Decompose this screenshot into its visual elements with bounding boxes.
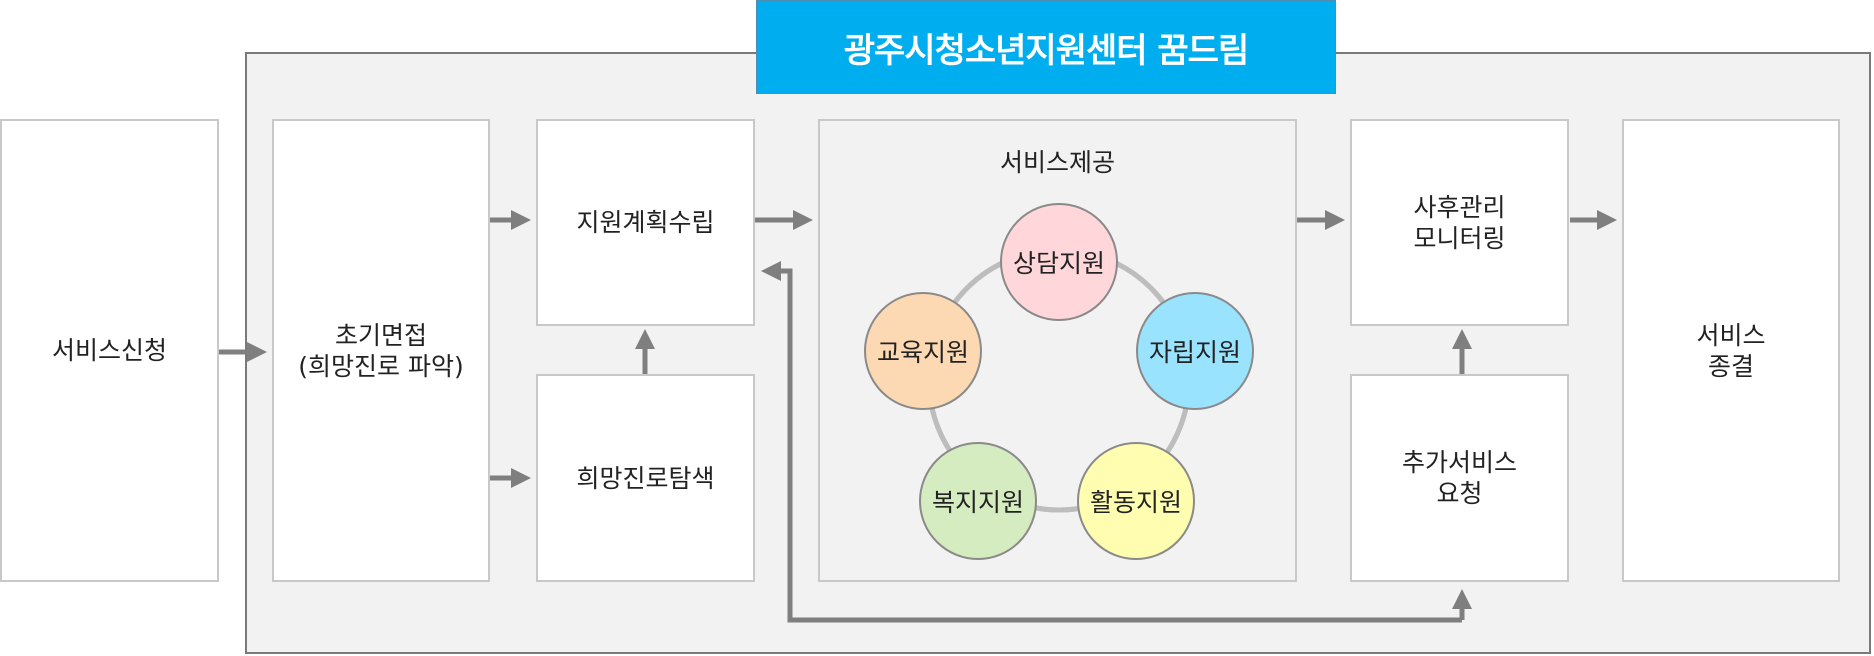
support-independence: 자립지원 bbox=[1136, 292, 1254, 410]
interview-label-1: 초기면접 bbox=[334, 320, 427, 350]
explore-box: 희망진로탐색 bbox=[536, 374, 755, 582]
additional-label-1: 추가서비스 bbox=[1401, 448, 1517, 477]
support-education-label: 교육지원 bbox=[876, 338, 969, 367]
support-welfare-label: 복지지원 bbox=[931, 488, 1024, 517]
service-box: 서비스제공 bbox=[818, 119, 1297, 582]
support-counseling-label: 상담지원 bbox=[1012, 249, 1105, 278]
additional-label-2: 요청 bbox=[1436, 479, 1483, 508]
support-activity: 활동지원 bbox=[1077, 442, 1195, 560]
support-independence-label: 자립지원 bbox=[1148, 338, 1241, 367]
diagram-title: 광주시청소년지원센터 꿈드림 bbox=[756, 0, 1336, 94]
apply-label: 서비스신청 bbox=[51, 336, 167, 365]
support-welfare: 복지지원 bbox=[919, 442, 1037, 560]
explore-label: 희망진로탐색 bbox=[576, 463, 715, 493]
apply-box: 서비스신청 bbox=[0, 119, 219, 582]
support-counseling: 상담지원 bbox=[1000, 203, 1118, 321]
service-label: 서비스제공 bbox=[999, 148, 1115, 177]
aftercare-label-2: 모니터링 bbox=[1413, 223, 1506, 253]
end-label-1: 서비스 bbox=[1696, 320, 1766, 350]
process-frame bbox=[245, 52, 1871, 654]
interview-label-2: (희망진로 파악) bbox=[298, 351, 464, 381]
support-education: 교육지원 bbox=[864, 292, 982, 410]
arrow-loop-additional bbox=[761, 261, 1462, 623]
aftercare-label-1: 사후관리 bbox=[1413, 192, 1506, 222]
plan-label: 지원계획수립 bbox=[576, 208, 715, 237]
plan-box: 지원계획수립 bbox=[536, 119, 755, 326]
interview-box: 초기면접(희망진로 파악) bbox=[272, 119, 490, 582]
end-label-2: 종결 bbox=[1707, 351, 1754, 381]
support-activity-label: 활동지원 bbox=[1089, 488, 1182, 517]
